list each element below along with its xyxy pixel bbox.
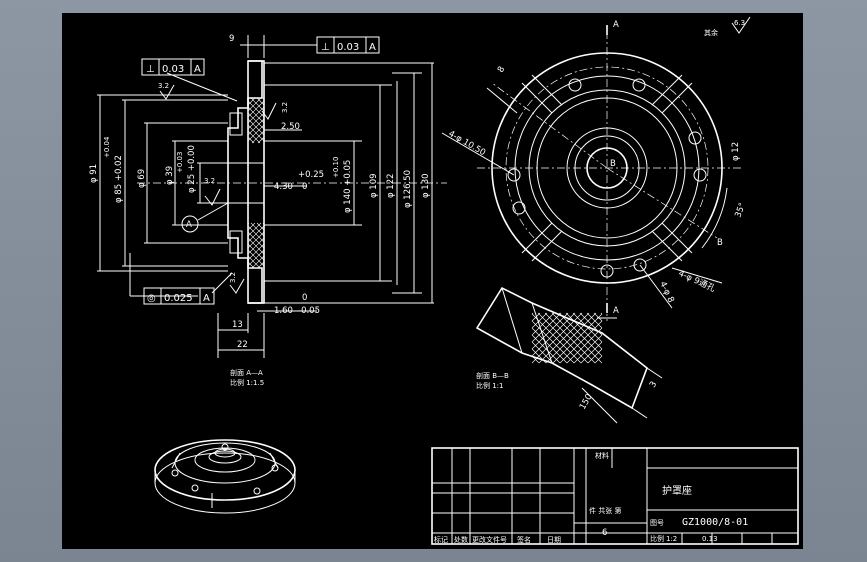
weight-value: 0.13	[702, 535, 718, 543]
isometric-view	[154, 439, 296, 514]
dim-zero-b: 0	[302, 293, 307, 303]
dim-22: 22	[237, 340, 248, 350]
section-mark-b-right: B	[717, 238, 723, 248]
dim-69: φ 69	[137, 169, 147, 188]
footer-cell-4: 签名	[517, 535, 531, 544]
dim-140: φ 140 +0.05	[343, 160, 353, 213]
section-mark-a-top: A	[613, 20, 619, 30]
concentric-symbol: ◎	[147, 293, 156, 304]
perp-symbol-left: ⊥	[146, 64, 155, 75]
dim-140-tol: +0.10	[332, 157, 340, 178]
scale-value: 1:2	[666, 535, 677, 543]
material-label: 材料	[595, 451, 609, 460]
scale-label: 比例	[650, 534, 664, 543]
section-caption-scale: 比例 1:1.5	[230, 378, 264, 387]
detail-caption-scale: 比例 1:1	[476, 381, 504, 390]
drawing-number: GZ1000/8-01	[682, 517, 748, 528]
dim-2-50: 2.50	[281, 122, 300, 132]
drawing-sheet: ⊥ 0.03 A ⊥ 0.03 A ◎ 0.025 A φ 91 +0.04 φ…	[62, 13, 803, 549]
footer-cell-1: 标记	[434, 535, 448, 544]
section-mark-b-center: B	[610, 159, 616, 169]
concentric-datum: A	[203, 293, 210, 304]
dim-025: +0.25	[298, 170, 324, 180]
section-caption-title: 剖面 A—A	[230, 368, 263, 377]
perp-value-left: 0.03	[162, 64, 184, 75]
dim-85-tol: +0.04	[103, 136, 111, 158]
dim-1-60: 1.60	[274, 306, 293, 316]
roughness-1: 3.2	[158, 82, 169, 90]
roughness-2: 3.2	[204, 177, 215, 185]
dim-122: φ 122	[386, 173, 396, 198]
dim-phi-12: φ 12	[731, 142, 741, 161]
cad-drawing: ⊥ 0.03 A ⊥ 0.03 A ◎ 0.025 A φ 91 +0.04 φ…	[89, 16, 799, 545]
perp-symbol: ⊥	[321, 42, 330, 53]
dim-91: φ 91	[89, 164, 99, 183]
dim-minus-005: -0.05	[298, 306, 320, 316]
dim-zero-a: 0	[302, 182, 307, 192]
concentric-value: 0.025	[164, 293, 193, 304]
plan-view: A A B B 8 4-φ 10.50 φ 12 35° 4-φ 9通孔 4-φ…	[441, 20, 748, 321]
dim-130: φ 130	[421, 173, 431, 198]
perp-tolerance-frame-left: ⊥ 0.03 A	[141, 58, 205, 76]
detail-view-b-b: 150 3 剖面 B—B 比例 1:1	[475, 286, 663, 424]
qty-value: 6	[602, 528, 607, 538]
dim-25-tol: +0.03	[176, 152, 184, 173]
footer-cell-3: 更改文件号	[472, 535, 507, 544]
detail-caption-title: 剖面 B—B	[476, 371, 509, 380]
title-block: 护罩座 图号 GZ1000/8-01 材料 件 共张 第 6 比例 1:2 0.…	[431, 447, 799, 545]
drawing-no-label: 图号	[650, 519, 664, 527]
part-name: 护罩座	[662, 484, 692, 497]
detail-dim-3: 3	[648, 380, 659, 390]
perp-value: 0.03	[337, 42, 359, 53]
dim-39: φ 39	[165, 166, 175, 185]
corner-note-roughness: 6.3	[734, 19, 745, 27]
perp-datum-left: A	[194, 64, 201, 75]
dim-8: 8	[496, 65, 507, 75]
section-mark-a-bottom: A	[613, 306, 619, 316]
dim-13: 13	[232, 320, 243, 330]
dim-85: φ 85 +0.02	[114, 155, 124, 203]
datum-a-label: A	[186, 220, 192, 230]
dim-4-phi-9: 4-φ 9通孔	[677, 268, 718, 295]
dim-126-50: φ 126.50	[403, 170, 413, 208]
dim-25: φ 25 +0.00	[187, 145, 197, 193]
perp-tolerance-frame-top: ⊥ 0.03 A	[316, 36, 380, 54]
footer-cell-5: 日期	[547, 536, 561, 544]
roughness-3: 3.2	[281, 102, 289, 113]
concentric-tolerance-frame: ◎ 0.025 A	[143, 287, 215, 305]
dim-4-phi-10-50: 4-φ 10.50	[447, 129, 488, 158]
corner-roughness-note: 其余 6.3	[704, 16, 751, 37]
footer-cell-2: 处数	[454, 535, 468, 544]
detail-dim-150: 150	[578, 392, 595, 411]
corner-note-label: 其余	[704, 28, 718, 37]
section-view-a-a: ⊥ 0.03 A ⊥ 0.03 A ◎ 0.025 A φ 91 +0.04 φ…	[89, 34, 447, 387]
qty-label: 件 共张 第	[589, 506, 621, 515]
dim-109: φ 109	[369, 173, 379, 198]
dim-35-deg: 35°	[733, 201, 748, 219]
perp-datum: A	[369, 42, 376, 53]
dim-4-30: 4.30	[274, 182, 293, 192]
dim-9: 9	[229, 34, 234, 44]
roughness-4: 3.2	[229, 272, 237, 283]
